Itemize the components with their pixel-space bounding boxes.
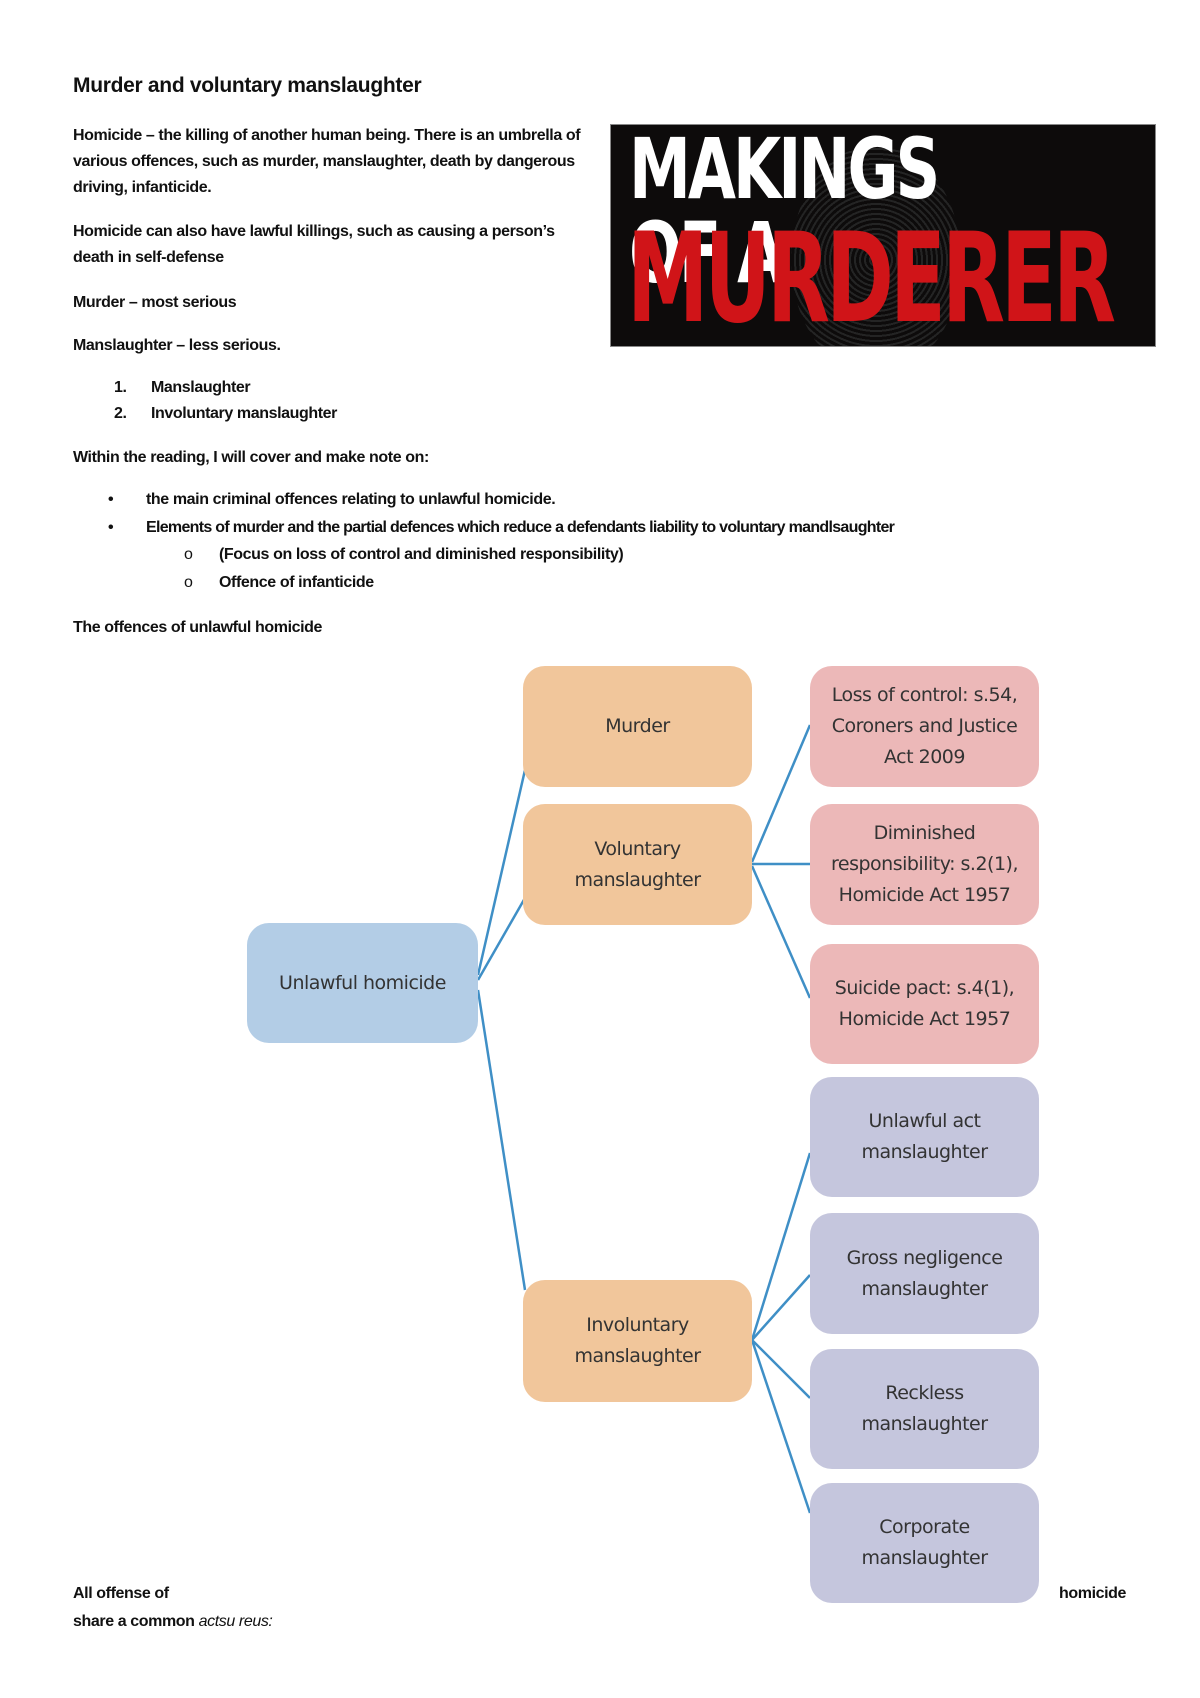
connector [750, 865, 812, 999]
sub-bullet-item: (Focus on loss of control and diminished… [219, 546, 624, 563]
node-corporate-manslaughter: Corporate manslaughter [810, 1483, 1039, 1603]
connector [476, 769, 527, 976]
bullet-icon: • [108, 491, 114, 508]
list-item: Manslaughter [151, 379, 251, 396]
node-diminished-responsibility: Diminished responsibility: s.2(1), Homic… [810, 804, 1039, 925]
sub-bullet-icon: o [184, 574, 193, 591]
footer-line-2-text: share a common [73, 1613, 199, 1630]
sub-bullet-item: Offence of infanticide [219, 574, 374, 591]
homicide-definition: Homicide – the killing of another human … [73, 127, 581, 196]
node-loss-of-control: Loss of control: s.54, Coroners and Just… [810, 666, 1039, 787]
node-voluntary-manslaughter: Voluntary manslaughter [523, 804, 752, 925]
manslaughter-paragraph: Manslaughter – less serious. [73, 337, 281, 354]
fingerprint-graphic [791, 145, 961, 346]
poster-line-1: MAKINGS OF A [629, 124, 940, 302]
connector [751, 1274, 811, 1341]
node-gross-negligence-manslaughter: Gross negligence manslaughter [810, 1213, 1039, 1334]
sub-bullet-icon: o [184, 546, 193, 563]
footer-text-start: All offense of [73, 1585, 169, 1602]
connector [751, 1339, 811, 1399]
list-number: 2. [114, 405, 127, 422]
node-reckless-manslaughter: Reckless manslaughter [810, 1349, 1039, 1469]
footer-text-end: homicide [1059, 1585, 1127, 1602]
list-item: Involuntary manslaughter [151, 405, 337, 422]
murder-paragraph: Murder – most serious [73, 294, 237, 311]
node-suicide-pact: Suicide pact: s.4(1), Homicide Act 1957 [810, 944, 1039, 1064]
actus-reus-italic: actsu reus: [198, 1613, 273, 1630]
connector [750, 1339, 812, 1514]
connector [476, 897, 527, 981]
page-title: Murder and voluntary manslaughter [73, 74, 422, 97]
node-unlawful-act-manslaughter: Unlawful act manslaughter [810, 1077, 1039, 1197]
section-heading: The offences of unlawful homicide [73, 619, 323, 636]
poster-line-2: MURDERER [627, 207, 1116, 347]
bullet-item: Elements of murder and the partial defen… [146, 519, 895, 536]
node-involuntary-manslaughter: Involuntary manslaughter [523, 1280, 752, 1402]
connector [476, 989, 527, 1291]
footer-line-2: share a common actsu reus: [73, 1609, 273, 1635]
list-number: 1. [114, 379, 127, 396]
connector [750, 1152, 812, 1341]
bullet-icon: • [108, 519, 114, 536]
reading-intro: Within the reading, I will cover and mak… [73, 449, 429, 466]
node-unlawful-homicide: Unlawful homicide [247, 923, 478, 1043]
bullet-item: the main criminal offences relating to u… [146, 491, 556, 508]
node-murder: Murder [523, 666, 752, 787]
makings-of-a-murderer-poster: MAKINGS OF A MURDERER [610, 124, 1156, 347]
connector [750, 724, 812, 863]
lawful-killing-paragraph: Homicide can also have lawful killings, … [73, 223, 555, 266]
